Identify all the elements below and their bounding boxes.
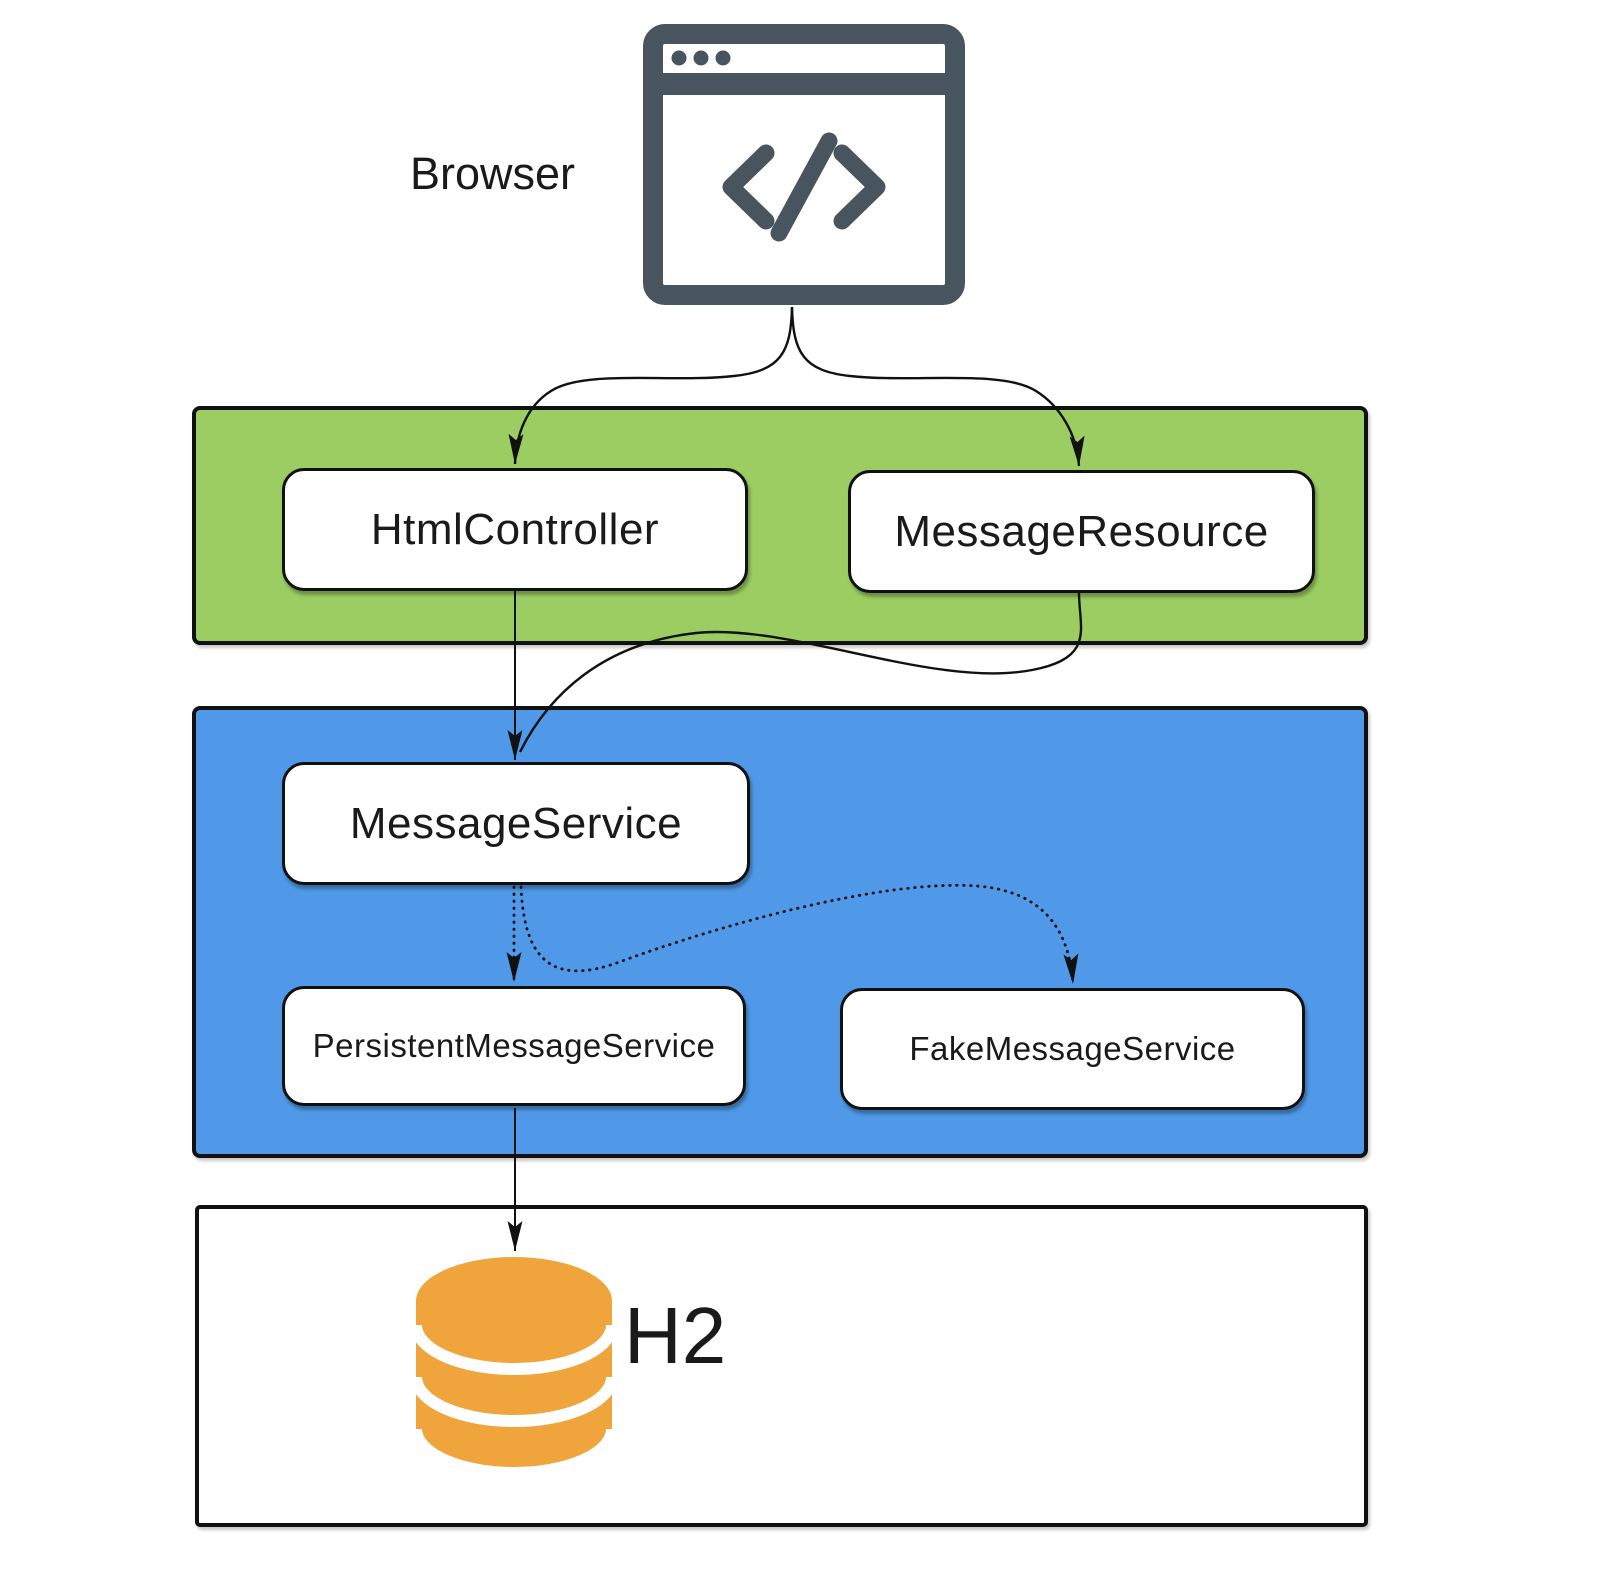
browser-dots-icon <box>671 50 731 66</box>
node-fake-message-service-label: FakeMessageService <box>909 1030 1236 1067</box>
browser-frame <box>643 24 965 305</box>
node-message-service: MessageService <box>282 762 750 885</box>
h2-database-label: H2 <box>624 1291 727 1380</box>
node-message-service-label: MessageService <box>349 798 683 848</box>
node-message-resource-label: MessageResource <box>894 506 1269 556</box>
node-fake-message-service: FakeMessageService <box>840 988 1305 1110</box>
node-html-controller-label: HtmlController <box>370 504 660 554</box>
code-icon <box>722 132 886 242</box>
browser-label: Browser <box>409 148 575 199</box>
node-html-controller: HtmlController <box>282 468 748 591</box>
data-layer-band <box>195 1205 1368 1527</box>
browser-toolbar-divider <box>645 73 963 95</box>
node-persistent-message-service: PersistentMessageService <box>282 986 746 1106</box>
node-message-resource: MessageResource <box>848 470 1315 593</box>
node-persistent-message-service-label: PersistentMessageService <box>312 1027 716 1064</box>
browser-window-code-icon <box>643 24 965 305</box>
